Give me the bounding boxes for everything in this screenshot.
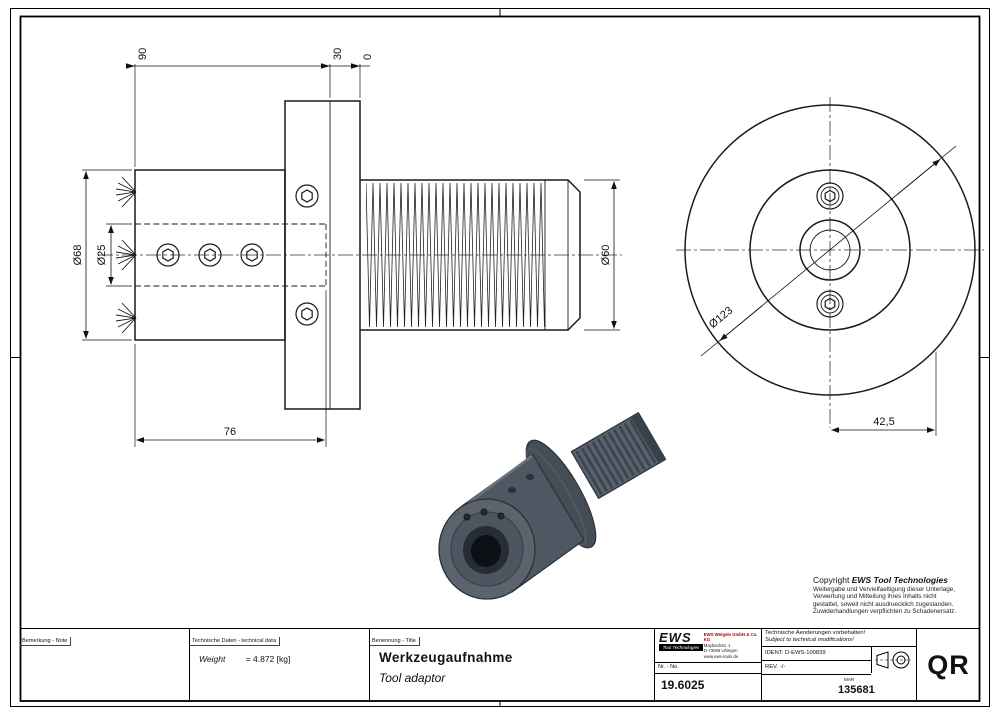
approval-row: MAR 135681 bbox=[762, 675, 916, 701]
iso-3d-view bbox=[438, 412, 667, 600]
modifications-note-de: Technische Aenderungen vorbehalten! bbox=[765, 630, 866, 636]
copyright-text-1: Weitergabe und Vervielfaeltigung dieser … bbox=[813, 586, 956, 593]
part-title-en: Tool adaptor bbox=[379, 671, 446, 685]
part-number: 19.6025 bbox=[661, 678, 705, 692]
dim-dia123-label: Ø123 bbox=[707, 304, 735, 330]
flange-circle bbox=[684, 104, 976, 396]
shank-outline bbox=[360, 179, 581, 331]
iso-shank-end bbox=[631, 413, 666, 464]
title-label: Benennung - Title bbox=[370, 637, 420, 646]
iso-face-screw-3 bbox=[497, 512, 505, 520]
company-address: EWS Weigele GmbH & Co. KG Maybachstr. 1 … bbox=[704, 629, 761, 662]
note-label: Bemerkung - Note bbox=[20, 637, 72, 646]
ews-logo: EWS Tool Technologies bbox=[655, 629, 704, 662]
thread-hatch bbox=[366, 183, 545, 327]
part-title-de: Werkzeugaufnahme bbox=[379, 650, 513, 665]
modifications-cell: Technische Aenderungen vorbehalten! Subj… bbox=[762, 629, 917, 701]
company-city: D-73066 Uhingen bbox=[703, 648, 738, 654]
iso-body-screw-2 bbox=[526, 474, 534, 480]
border-frame bbox=[10, 8, 990, 707]
flange-screw-bottom bbox=[295, 302, 319, 326]
dim-90-label: 90 bbox=[137, 48, 149, 60]
serial-number: 135681 bbox=[838, 684, 875, 696]
size-code-cell: QR bbox=[917, 629, 980, 701]
ews-logo-subtext: Tool Technologies bbox=[659, 644, 703, 651]
boss-circle bbox=[749, 169, 911, 331]
copyright-text-3: gestattet, soweit nicht ausdruecklich zu… bbox=[813, 600, 954, 608]
iso-face-screw-1 bbox=[463, 513, 471, 521]
modifications-note-en: Subject to technical modifications! bbox=[765, 637, 854, 643]
logo-row: EWS Tool Technologies EWS Weigele GmbH &… bbox=[655, 629, 761, 662]
number-label: Nr. - No. bbox=[655, 662, 761, 674]
tech-data-cell: Technische Daten - technical data Weight… bbox=[190, 629, 370, 701]
copyright-text-4: Zuwiderhandlungen verpflichten zu Schade… bbox=[813, 608, 957, 616]
iso-shank-threads bbox=[575, 416, 661, 496]
front-view: Ø123 42,5 bbox=[676, 97, 984, 436]
bore-circle bbox=[799, 219, 861, 281]
flange-outline bbox=[284, 100, 361, 410]
projection-symbol-icon bbox=[875, 651, 911, 669]
logo-number-cell: EWS Tool Technologies EWS Weigele GmbH &… bbox=[655, 629, 762, 701]
iso-body-screw-1 bbox=[508, 487, 516, 493]
copyright-line: Copyright EWS Tool Technologies bbox=[813, 575, 948, 585]
company-name: EWS Weigele GmbH & Co. KG bbox=[703, 632, 758, 643]
dim-dia60-label: Ø60 bbox=[600, 245, 612, 266]
inner-bore-circle bbox=[809, 229, 851, 271]
mar-label: MAR bbox=[844, 677, 855, 682]
weight-value: = 4.872 [kg] bbox=[245, 654, 291, 664]
ews-logo-text: EWS bbox=[659, 630, 692, 645]
iso-bore bbox=[471, 535, 501, 567]
dim-dia68-label: Ø68 bbox=[72, 245, 84, 266]
iso-body-highlight bbox=[462, 454, 533, 509]
iso-face-screw-2 bbox=[480, 508, 488, 516]
company-web: www.ews-tools.de bbox=[703, 653, 739, 659]
copyright-block: Copyright EWS Tool Technologies Weiterga… bbox=[813, 576, 985, 616]
copyright-text-2: Verwertung und Mitteilung ihres Inhalts … bbox=[813, 593, 937, 601]
note-cell: Bemerkung - Note bbox=[20, 629, 190, 701]
projection-symbol-box bbox=[871, 647, 914, 673]
title-block: Bemerkung - Note Technische Daten - tech… bbox=[20, 628, 980, 701]
dim-76-label: 76 bbox=[224, 426, 236, 438]
side-view-dimensions: 90 30 0 Ø68 Ø25 Ø60 76 bbox=[72, 48, 620, 447]
ident-number: IDENT: D-EWS-100839 bbox=[762, 647, 871, 661]
dim-0-label: 0 bbox=[362, 54, 374, 60]
flange-screw-top bbox=[295, 184, 319, 208]
weight-label: Weight bbox=[199, 654, 226, 664]
dim-30-label: 30 bbox=[332, 48, 344, 60]
side-view bbox=[98, 100, 622, 410]
dim-42-5-label: 42,5 bbox=[873, 416, 894, 428]
tech-data-label: Technische Daten - technical data bbox=[190, 637, 280, 646]
modifications-note: Technische Aenderungen vorbehalten! Subj… bbox=[762, 629, 916, 647]
dim-dia25-label: Ø25 bbox=[96, 245, 108, 266]
company-street: Maybachstr. 1 bbox=[703, 642, 731, 648]
revision: REV. -/- bbox=[762, 661, 871, 675]
size-code: QR bbox=[927, 649, 970, 680]
title-cell: Benennung - Title Werkzeugaufnahme Tool … bbox=[370, 629, 655, 701]
weight-row: Weight = 4.872 [kg] bbox=[199, 654, 369, 664]
